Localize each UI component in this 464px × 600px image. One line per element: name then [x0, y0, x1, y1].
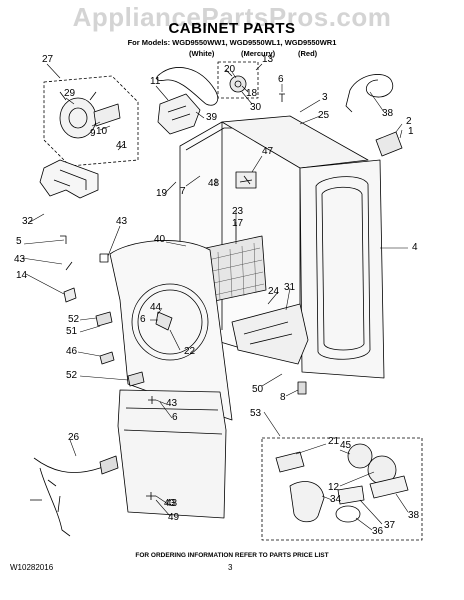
callout-6: 6 [278, 74, 284, 85]
terminal-block [375, 131, 403, 157]
callout-43: 43 [14, 254, 26, 265]
callout-14: 14 [16, 270, 28, 281]
toe-panel [117, 389, 227, 519]
callout-40: 40 [154, 234, 166, 245]
callout-3: 3 [322, 92, 328, 103]
callout-43: 43 [166, 498, 178, 509]
callout-49: 49 [168, 512, 180, 523]
callout-26: 26 [68, 432, 80, 443]
diagram-title: CABINET PARTS [168, 20, 296, 37]
callout-24: 24 [268, 286, 280, 297]
callout-53: 53 [250, 408, 262, 419]
callout-6: 6 [172, 412, 178, 423]
callout-8: 8 [280, 392, 286, 403]
callout-7: 7 [180, 186, 186, 197]
power-cord [345, 74, 394, 113]
pulley-box [217, 61, 259, 99]
callout-23: 23 [232, 206, 244, 217]
callout-25: 25 [318, 110, 330, 121]
blower-bracket [39, 159, 99, 199]
callout-27: 27 [42, 54, 54, 65]
cabinet-base [231, 303, 309, 365]
callout-43: 43 [164, 498, 176, 509]
callout-6: 6 [140, 314, 146, 325]
clamp-36 [335, 505, 361, 523]
callout-4: 4 [412, 242, 418, 253]
callout-46: 46 [66, 346, 78, 357]
pipe-38 [369, 475, 409, 499]
callout-34: 34 [330, 494, 342, 505]
callout-52: 52 [68, 314, 80, 325]
callout-41: 41 [116, 140, 128, 151]
elbow-duct-34 [289, 481, 325, 523]
vent-cover-45 [347, 443, 373, 469]
callout-30: 30 [250, 102, 262, 113]
callout-43: 43 [116, 216, 128, 227]
callout-22: 22 [184, 346, 196, 357]
callout-21: 21 [328, 436, 340, 447]
callout-43: 43 [166, 398, 178, 409]
idler-bracket [157, 93, 201, 135]
callout-45: 45 [340, 440, 352, 451]
page-number: 3 [228, 563, 233, 572]
callout-37: 37 [384, 520, 396, 531]
callout-29: 29 [64, 88, 76, 99]
drive-belt [156, 67, 219, 106]
callout-19: 19 [156, 188, 168, 199]
wire-harness [30, 457, 113, 537]
callout-51: 51 [66, 326, 78, 337]
callout-2: 2 [406, 116, 412, 127]
watermark: AppliancePartsPros.com [72, 2, 392, 32]
cabinet-top-rail [221, 115, 369, 169]
callout-12: 12 [328, 482, 340, 493]
callout-48: 48 [208, 178, 220, 189]
callout-44: 44 [150, 302, 162, 313]
side-panel-recess [315, 176, 371, 360]
vent-hood-21 [275, 451, 305, 473]
cabinet-side-panel [299, 159, 385, 379]
callout-36: 36 [372, 526, 384, 537]
door-opening [131, 283, 209, 361]
callout-17: 17 [232, 218, 244, 229]
callout-20: 20 [224, 64, 236, 75]
pipe-37 [337, 485, 365, 505]
clip-part-43 [99, 253, 109, 263]
document-number: W10282016 [10, 563, 54, 572]
callout-47: 47 [262, 146, 274, 157]
callout-39: 39 [206, 112, 218, 123]
vent-kit-box [261, 437, 423, 541]
color-label-white: (White) [189, 49, 215, 58]
callout-50: 50 [252, 384, 264, 395]
callout-32: 32 [22, 216, 34, 227]
ordering-note: FOR ORDERING INFORMATION REFER TO PARTS … [135, 552, 329, 559]
models-line: For Models: WGD9550WW1, WGD9550WL1, WGD9… [127, 38, 337, 47]
callout-5: 5 [16, 236, 22, 247]
callout-18: 18 [246, 88, 258, 99]
callout-52: 52 [66, 370, 78, 381]
callout-11: 11 [150, 76, 161, 87]
callout-9: 9 [90, 128, 96, 139]
callout-31: 31 [284, 282, 296, 293]
callout-10: 10 [96, 126, 108, 137]
callout-38: 38 [408, 510, 420, 521]
callout-13: 13 [262, 54, 274, 65]
callout-1: 1 [408, 126, 414, 137]
idler-pulley [229, 75, 247, 93]
color-label-mercury: (Mercury) [241, 49, 276, 58]
callout-38: 38 [382, 108, 394, 119]
color-label-red: (Red) [298, 49, 318, 58]
